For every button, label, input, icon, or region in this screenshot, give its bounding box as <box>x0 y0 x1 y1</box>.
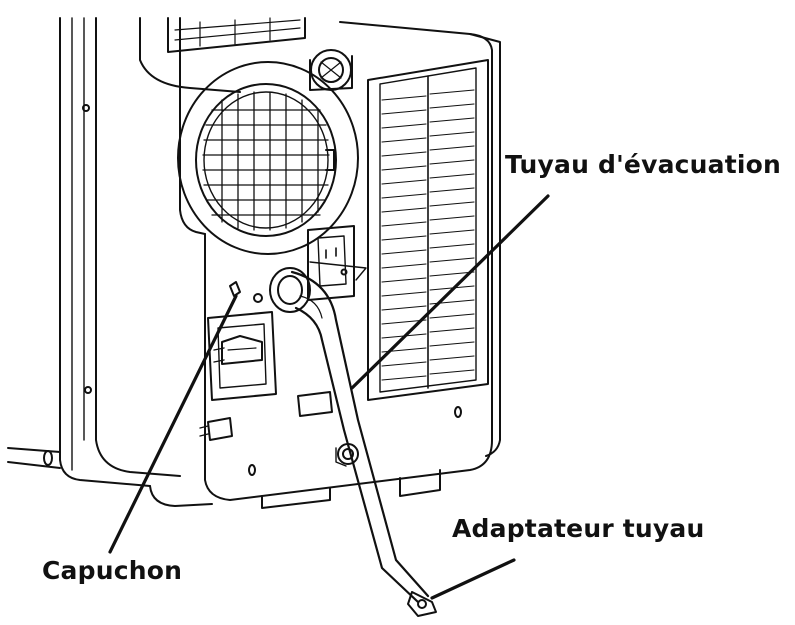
leader-line-cap <box>108 294 238 554</box>
label-drain-hose: Tuyau d'évacuation <box>505 150 782 179</box>
top-louver-grille <box>167 17 306 53</box>
drain-hose <box>269 267 430 604</box>
unit-rear-housing <box>139 17 501 509</box>
drain-cap <box>229 281 263 303</box>
housing-details <box>199 391 333 476</box>
label-hose-adapter: Adaptateur tuyau <box>452 514 705 543</box>
hose-adapter <box>407 591 437 617</box>
round-air-grille <box>177 61 359 255</box>
label-cap: Capuchon <box>42 556 183 585</box>
bottom-drain-port <box>335 443 359 467</box>
socket-plate <box>307 225 367 301</box>
drain-connector-top <box>309 49 353 91</box>
unit-side-panel <box>7 17 181 487</box>
side-louver-grille <box>367 59 489 418</box>
power-cord-inlet <box>207 311 277 401</box>
leader-line-drain-hose <box>350 194 550 390</box>
leader-line-hose-adapter <box>430 558 516 600</box>
